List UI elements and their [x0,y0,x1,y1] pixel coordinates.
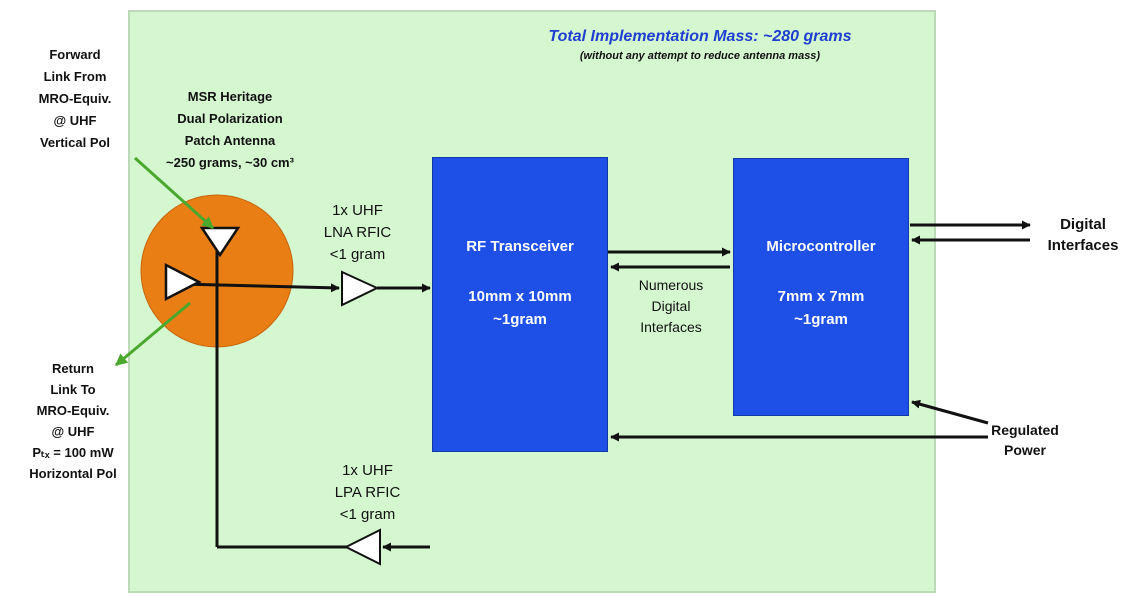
lna-label-line: 1x UHF [332,202,383,219]
return-link-line: Link To [50,382,96,397]
forward-link-line: Vertical Pol [39,135,111,150]
power-to-micro-arrow [911,399,989,425]
rf-transceiver-size: 10mm x 10mm [468,288,572,305]
forward-link-line: Forward [49,47,101,62]
digital-interfaces-label: Digital Interfaces [1033,214,1133,256]
lna-label-line: LNA RFIC [323,224,392,241]
return-link-line: MRO-Equiv. [36,403,110,418]
lpa-label-line: <1 gram [339,506,396,523]
forward-link-label: Forward Link From MRO-Equiv. @ UHF Verti… [20,44,130,154]
antenna-label-line: ~250 grams, ~30 cm³ [166,155,294,170]
bus-label: Numerous Digital Interfaces [612,275,730,338]
antenna-to-lna-line [179,282,340,293]
return-link-line: Pₜₓ = 100 mW [32,445,114,460]
regulated-power-label: Regulated Power [975,420,1075,460]
antenna-label-line: Dual Polarization [177,111,283,126]
forward-link-pointer [133,156,215,230]
diagram-subtitle: (without any attempt to reduce antenna m… [579,50,821,62]
rf-transceiver-mass: ~1gram [493,311,547,328]
antenna-label: MSR Heritage Dual Polarization Patch Ant… [150,86,310,174]
microcontroller-mass: ~1gram [794,311,848,328]
microcontroller-size: 7mm x 7mm [777,288,865,305]
antenna-label-line: MSR Heritage [187,89,273,104]
return-link-line: @ UHF [51,424,95,439]
lna-amplifier-icon [341,270,380,307]
return-link-line: Return [52,361,94,376]
bus-label-line: Digital [651,298,691,314]
lpa-amplifier-icon [343,528,381,566]
bus-label-line: Numerous [638,277,704,293]
forward-link-line: MRO-Equiv. [38,91,112,106]
forward-link-line: @ UHF [53,113,97,128]
microcontroller-block [733,158,909,416]
lpa-label: 1x UHF LPA RFIC <1 gram [310,460,425,526]
digital-interfaces-line: Interfaces [1047,237,1119,254]
antenna-label-line: Patch Antenna [184,133,276,148]
vertical-pol-element-icon [199,226,241,258]
return-link-label: Return Link To MRO-Equiv. @ UHF Pₜₓ = 10… [6,358,140,484]
horizontal-pol-element-icon [164,262,202,302]
diagram-title: Total Implementation Mass: ~280 grams [548,28,852,45]
lpa-label-line: LPA RFIC [334,484,401,501]
lpa-label-line: 1x UHF [342,462,393,479]
regulated-power-line: Regulated [991,422,1059,438]
rf-transceiver-block [432,157,608,452]
bus-label-line: Interfaces [640,319,702,335]
lna-label-line: <1 gram [329,246,386,263]
lna-label: 1x UHF LNA RFIC <1 gram [300,200,415,266]
return-link-line: Horizontal Pol [29,466,117,481]
regulated-power-line: Power [1003,442,1046,458]
forward-link-line: Link From [43,69,107,84]
microcontroller-title: Microcontroller [766,238,876,255]
return-link-pointer [115,301,191,367]
digital-interfaces-line: Digital [1060,216,1106,233]
rf-transceiver-title: RF Transceiver [466,238,574,255]
